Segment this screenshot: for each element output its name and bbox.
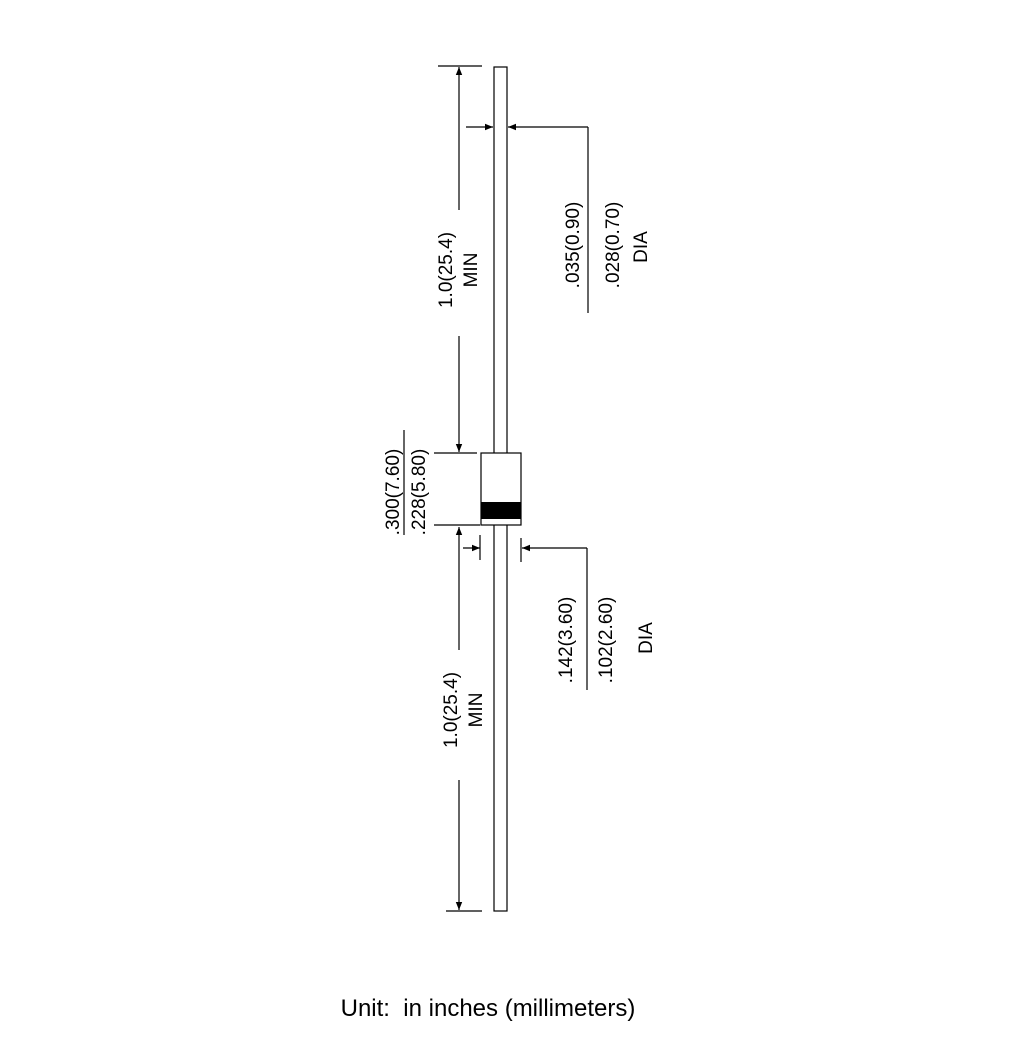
- unit-caption: Unit: in inches (millimeters): [341, 995, 636, 1022]
- diode-part: [480, 66, 522, 912]
- body-length-dimension: .300(7.60) .228(5.80): [383, 430, 480, 535]
- top-lead-length-value: 1.0(25.4): [436, 232, 457, 308]
- lead-diameter-max: .035(0.90): [563, 202, 584, 289]
- bottom-lead-length-qualifier: MIN: [466, 693, 487, 728]
- lead-diameter-qualifier: DIA: [631, 231, 652, 263]
- body-diameter-min: .102(2.60): [596, 597, 617, 684]
- cathode-band: [481, 502, 521, 519]
- body-diameter-dimension: .142(3.60) .102(2.60) DIA: [463, 535, 657, 690]
- top-lead-length-dimension: 1.0(25.4) MIN: [434, 65, 482, 454]
- body-length-min: .228(5.80): [409, 449, 430, 536]
- top-lead-length-qualifier: MIN: [461, 253, 482, 288]
- lead-diameter-min: .028(0.70): [603, 202, 624, 289]
- body-diameter-qualifier: DIA: [636, 622, 657, 654]
- bottom-lead-length-value: 1.0(25.4): [441, 672, 462, 748]
- bottom-lead-length-dimension: 1.0(25.4) MIN: [441, 527, 487, 912]
- body-diameter-max: .142(3.60): [556, 597, 577, 684]
- body-length-max: .300(7.60): [383, 449, 404, 536]
- lead-diameter-dimension: .035(0.90) .028(0.70) DIA: [466, 123, 652, 313]
